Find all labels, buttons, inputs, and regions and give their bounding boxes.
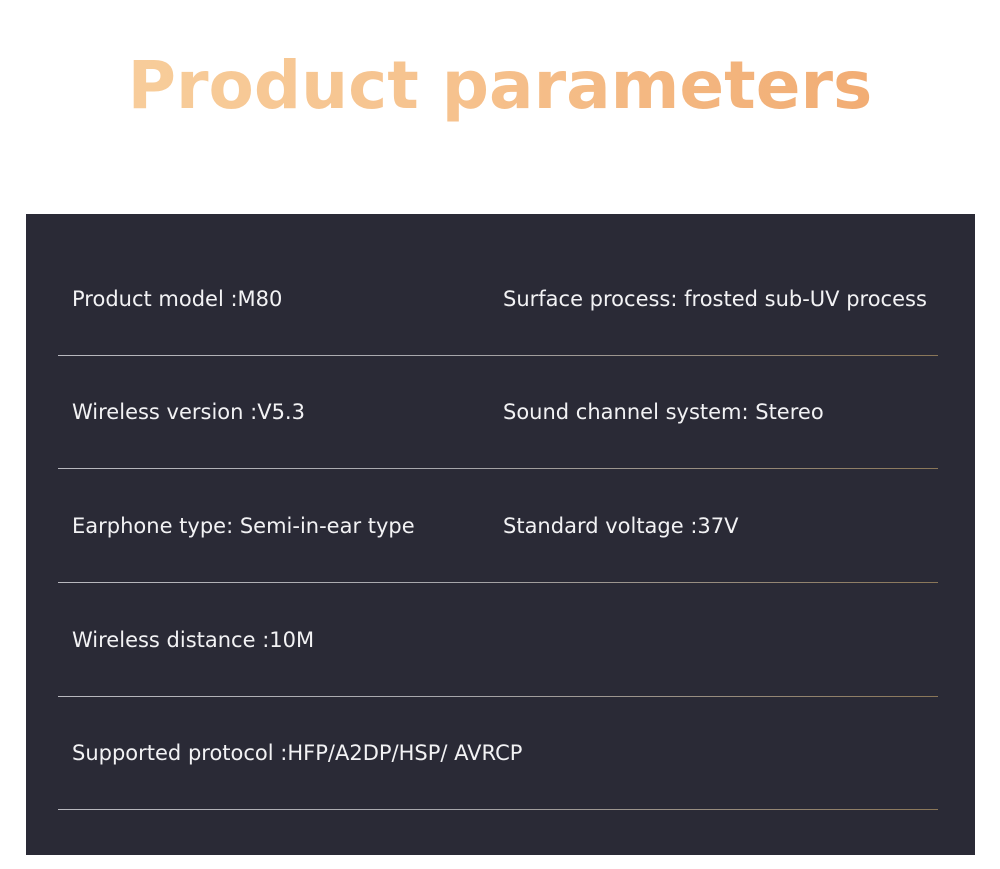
page-title: Product parameters: [0, 46, 1000, 126]
parameter-row: Product model :M80 Surface process: fros…: [58, 242, 938, 356]
parameter-supported-protocol: Supported protocol :HFP/A2DP/HSP/ AVRCP: [72, 740, 523, 765]
parameter-surface-process: Surface process: frosted sub-UV process: [503, 286, 927, 311]
parameter-standard-voltage: Standard voltage :37V: [503, 513, 739, 538]
parameter-empty: [503, 696, 943, 809]
row-divider: [58, 468, 938, 469]
parameter-row: Wireless distance :10M: [58, 583, 938, 697]
parameters-panel: Product model :M80 Surface process: fros…: [26, 214, 975, 855]
parameter-wireless-version: Wireless version :V5.3: [72, 399, 305, 424]
row-divider: [58, 809, 938, 810]
parameter-earphone-type: Earphone type: Semi-in-ear type: [72, 513, 415, 538]
parameter-empty: [503, 583, 943, 696]
parameter-wireless-distance: Wireless distance :10M: [72, 627, 315, 652]
parameter-product-model: Product model :M80: [72, 286, 283, 311]
row-divider: [58, 696, 938, 697]
parameter-row: Supported protocol :HFP/A2DP/HSP/ AVRCP: [58, 696, 938, 810]
parameter-sound-channel-system: Sound channel system: Stereo: [503, 399, 824, 424]
parameter-row: Earphone type: Semi-in-ear type Standard…: [58, 469, 938, 583]
row-divider: [58, 355, 938, 356]
row-divider: [58, 582, 938, 583]
parameter-row: Wireless version :V5.3 Sound channel sys…: [58, 355, 938, 469]
